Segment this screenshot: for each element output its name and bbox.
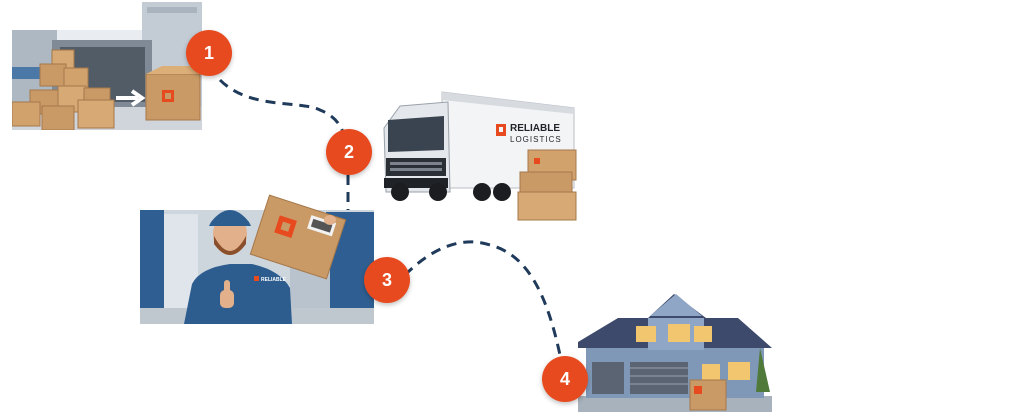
step-4-badge: 4: [542, 356, 588, 402]
delivery-man-illustration: RELIABLE: [140, 194, 374, 324]
warehouse-boxes-illustration: [12, 2, 202, 130]
truck-illustration: RELIABLE LOGISTICS: [383, 91, 577, 221]
shirt-logo-text: RELIABLE: [261, 277, 287, 283]
truck-brand-line1: RELIABLE: [510, 123, 560, 134]
step-1-number: 1: [203, 42, 214, 63]
step-4-number: 4: [559, 368, 570, 389]
step-2-number: 2: [343, 141, 354, 162]
step-2-badge: 2: [326, 129, 372, 175]
step-3-number: 3: [381, 269, 392, 290]
step-3-badge: 3: [364, 257, 410, 303]
house-illustration: [578, 294, 772, 412]
truck-brand-line2: LOGISTICS: [510, 135, 562, 144]
step-1-badge: 1: [186, 30, 232, 76]
